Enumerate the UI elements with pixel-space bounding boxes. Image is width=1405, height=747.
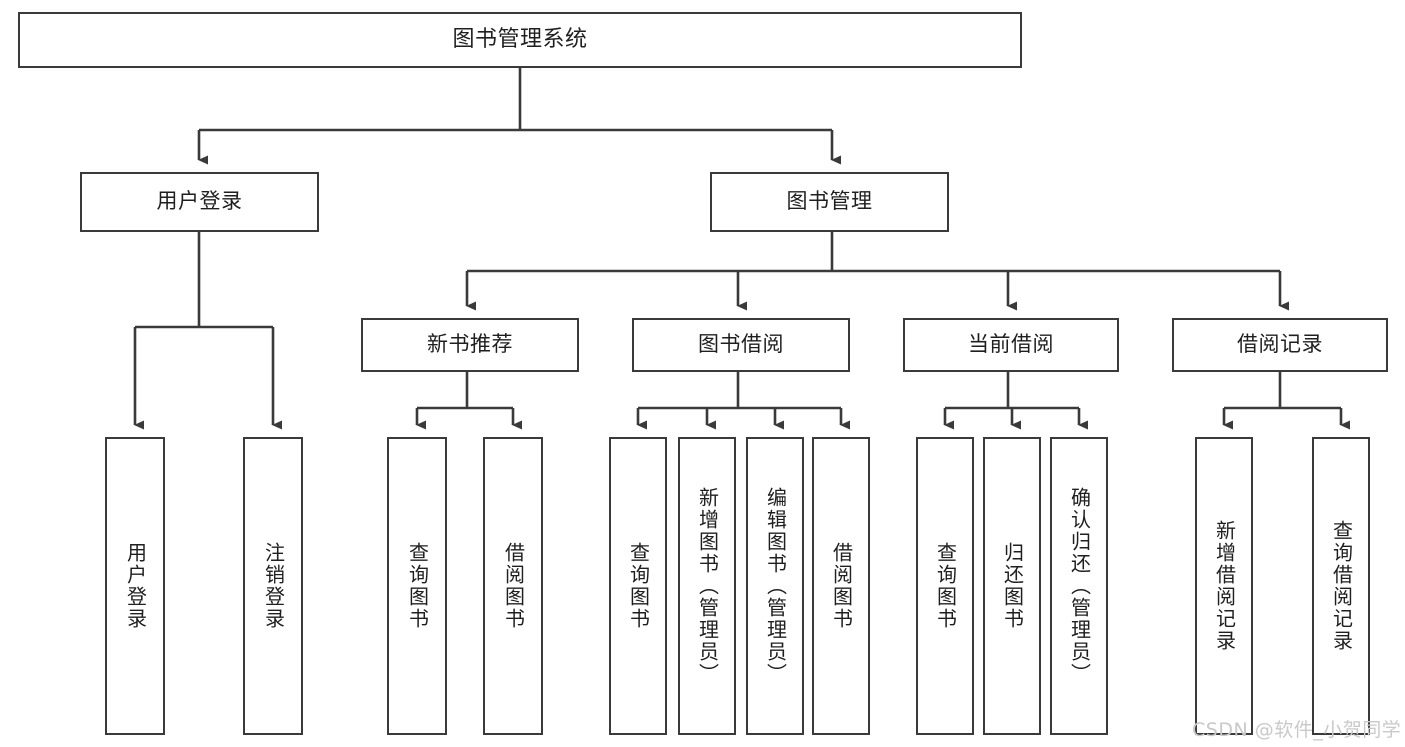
node-leaf-borrow-book-rec-label: 借阅图书: [501, 542, 526, 630]
node-root-label: 图书管理系统: [452, 26, 588, 52]
node-leaf-query-book-rec[interactable]: 查询图书: [387, 437, 447, 735]
node-leaf-borrow-book-rec[interactable]: 借阅图书: [483, 437, 543, 735]
node-leaf-query-book-borrow[interactable]: 查询图书: [609, 437, 667, 735]
node-book-borrow-label: 图书借阅: [698, 332, 784, 357]
node-book-management-label: 图书管理: [786, 189, 873, 214]
node-new-book-recommend-label: 新书推荐: [427, 332, 513, 357]
node-root[interactable]: 图书管理系统: [18, 12, 1022, 68]
node-leaf-user-logout-label: 注销登录: [261, 542, 286, 630]
node-leaf-query-book-current[interactable]: 查询图书: [916, 437, 974, 735]
node-leaf-query-borrow-record[interactable]: 查询借阅记录: [1312, 437, 1370, 735]
node-book-borrow[interactable]: 图书借阅: [632, 318, 850, 372]
node-leaf-edit-book-admin-label: 编辑图书（管理员）: [763, 487, 788, 685]
node-borrow-record-label: 借阅记录: [1237, 332, 1323, 357]
node-leaf-return-book-label: 归还图书: [1000, 542, 1025, 630]
node-user-login-label: 用户登录: [156, 189, 243, 214]
node-leaf-query-book-rec-label: 查询图书: [405, 542, 430, 630]
node-leaf-confirm-return-admin[interactable]: 确认归还（管理员）: [1050, 437, 1108, 735]
node-current-borrow[interactable]: 当前借阅: [903, 318, 1119, 372]
node-leaf-query-book-current-label: 查询图书: [933, 542, 958, 630]
node-leaf-add-book-admin-label: 新增图书（管理员）: [695, 487, 720, 685]
node-leaf-user-login[interactable]: 用户登录: [105, 437, 165, 735]
node-leaf-user-logout[interactable]: 注销登录: [243, 437, 303, 735]
node-leaf-query-borrow-record-label: 查询借阅记录: [1329, 520, 1354, 652]
node-leaf-query-book-borrow-label: 查询图书: [626, 542, 651, 630]
csdn-watermark: CSDN @软件_小贺同学: [1192, 719, 1402, 741]
node-book-management[interactable]: 图书管理: [710, 172, 949, 232]
node-leaf-add-borrow-record[interactable]: 新增借阅记录: [1195, 437, 1253, 735]
node-leaf-edit-book-admin[interactable]: 编辑图书（管理员）: [746, 437, 804, 735]
node-user-login[interactable]: 用户登录: [80, 172, 319, 232]
node-current-borrow-label: 当前借阅: [968, 332, 1054, 357]
node-leaf-borrow-book[interactable]: 借阅图书: [812, 437, 870, 735]
node-borrow-record[interactable]: 借阅记录: [1172, 318, 1388, 372]
node-leaf-user-login-label: 用户登录: [123, 542, 148, 630]
node-leaf-borrow-book-label: 借阅图书: [829, 542, 854, 630]
node-leaf-add-borrow-record-label: 新增借阅记录: [1212, 520, 1237, 652]
node-leaf-add-book-admin[interactable]: 新增图书（管理员）: [678, 437, 736, 735]
node-leaf-return-book[interactable]: 归还图书: [983, 437, 1041, 735]
node-new-book-recommend[interactable]: 新书推荐: [361, 318, 579, 372]
node-leaf-confirm-return-admin-label: 确认归还（管理员）: [1067, 487, 1092, 685]
